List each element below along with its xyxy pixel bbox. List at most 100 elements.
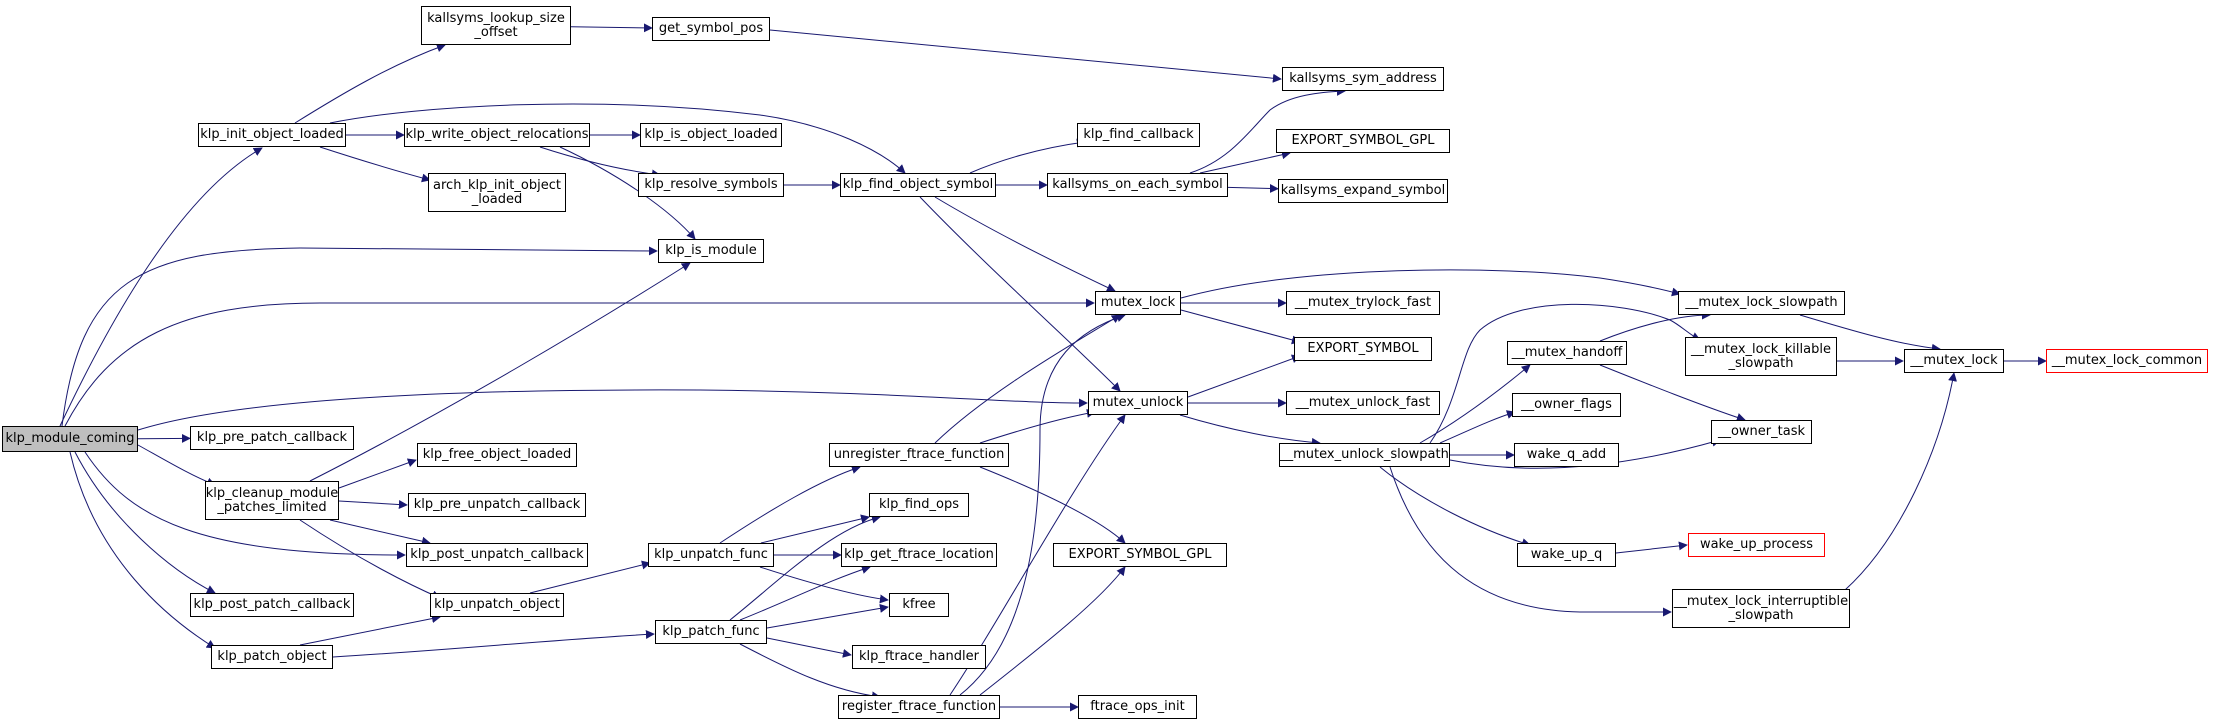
edge-mutex-handoff-to-owner-task: [1599, 364, 1746, 422]
node-mutex-trylock-fast[interactable]: __mutex_trylock_fast: [1286, 291, 1440, 315]
edge-mutex-unlock-to-export-symbol: [1187, 354, 1301, 398]
edge-klp-module-coming-to-mutex-unlock: [137, 389, 1088, 431]
edge-klp-patch-object-to-klp-unpatch-object: [299, 614, 441, 646]
node-mutex-lock-slowpath[interactable]: __mutex_lock_slowpath: [1678, 291, 1845, 315]
edge-klp-find-object-symbol-to-mutex-unlock: [919, 196, 1121, 392]
node-klp-init-object-loaded[interactable]: klp_init_object_loaded: [198, 123, 346, 147]
node-wake-up-q[interactable]: wake_up_q: [1517, 543, 1616, 567]
node-klp-resolve-symbols[interactable]: klp_resolve_symbols: [638, 173, 784, 197]
node-klp-module-coming: klp_module_coming: [2, 426, 138, 452]
node-owner-flags[interactable]: __owner_flags: [1512, 393, 1621, 417]
edge-register-ftrace-function-to-mutex-lock: [959, 313, 1126, 696]
node-klp-post-unpatch-callback[interactable]: klp_post_unpatch_callback: [406, 543, 588, 567]
node-get-symbol-pos[interactable]: get_symbol_pos: [652, 17, 770, 41]
node-mutex-lock-inner[interactable]: __mutex_lock: [1904, 349, 2004, 373]
edge-klp-module-coming-to-klp-post-unpatch-callback: [84, 451, 406, 560]
edge-klp-unpatch-object-to-klp-unpatch-func: [529, 560, 651, 594]
edge-kallsyms-on-each-symbol-to-export-symbol-gpl-top: [1199, 150, 1291, 174]
node-klp-unpatch-object[interactable]: klp_unpatch_object: [430, 593, 564, 617]
edge-kallsyms-lookup-size-offset-to-get-symbol-pos: [570, 23, 653, 33]
edge-klp-write-object-relocations-to-klp-resolve-symbols: [539, 146, 661, 179]
edge-klp-module-coming-to-mutex-lock: [64, 298, 1095, 427]
node-wake-q-add[interactable]: wake_q_add: [1514, 443, 1619, 467]
node-kallsyms-lookup-size-offset[interactable]: kallsyms_lookup_size _offset: [421, 6, 571, 45]
edge-mutex-lock-slowpath-to-mutex-lock-inner: [1799, 314, 1941, 353]
edge-mutex-unlock-slowpath-to-mutex-lock-interruptible-slowpath: [1389, 466, 1672, 617]
node-klp-cleanup-module-patches-limited[interactable]: klp_cleanup_module _patches_limited: [205, 481, 339, 520]
edge-klp-init-object-loaded-to-kallsyms-lookup-size-offset: [294, 43, 446, 124]
edge-klp-cleanup-module-patches-limited-to-klp-post-unpatch-callback: [329, 519, 431, 546]
edge-klp-unpatch-func-to-kfree: [759, 566, 889, 604]
edge-klp-patch-object-to-klp-patch-func: [332, 629, 655, 658]
node-klp-post-patch-callback[interactable]: klp_post_patch_callback: [190, 593, 354, 617]
edge-klp-cleanup-module-patches-limited-to-klp-free-object-loaded: [338, 458, 417, 489]
edge-klp-patch-func-to-kfree: [766, 603, 889, 629]
edge-klp-module-coming-to-klp-cleanup-module-patches-limited: [137, 444, 216, 487]
edge-klp-patch-func-to-klp-get-ftrace-location: [739, 565, 871, 621]
node-klp-unpatch-func[interactable]: klp_unpatch_func: [648, 543, 774, 567]
node-arch-klp-init-object-loaded[interactable]: arch_klp_init_object _loaded: [428, 173, 566, 212]
node-kallsyms-sym-address[interactable]: kallsyms_sym_address: [1282, 67, 1444, 91]
edge-wake-up-q-to-wake-up-process: [1615, 541, 1688, 554]
node-ftrace-ops-init[interactable]: ftrace_ops_init: [1078, 695, 1197, 719]
edge-klp-module-coming-to-klp-patch-object: [69, 451, 216, 649]
node-klp-get-ftrace-location[interactable]: klp_get_ftrace_location: [841, 543, 997, 567]
node-kfree[interactable]: kfree: [889, 593, 949, 617]
edge-mutex-handoff-to-mutex-lock-slowpath: [1599, 310, 1711, 342]
edge-klp-unpatch-func-to-unregister-ftrace-function: [719, 465, 861, 544]
node-wake-up-process[interactable]: wake_up_process: [1688, 533, 1825, 557]
node-mutex-lock-killable-slowpath[interactable]: __mutex_lock_killable _slowpath: [1685, 337, 1837, 376]
edge-mutex-lock-to-mutex-lock-slowpath: [1180, 269, 1681, 299]
edge-mutex-unlock-slowpath-to-owner-flags: [1439, 410, 1516, 444]
edge-klp-cleanup-module-patches-limited-to-klp-unpatch-object: [299, 519, 441, 599]
node-klp-pre-patch-callback[interactable]: klp_pre_patch_callback: [190, 426, 354, 450]
edge-register-ftrace-function-to-export-symbol-gpl-mid: [979, 566, 1126, 696]
node-kallsyms-on-each-symbol[interactable]: kallsyms_on_each_symbol: [1047, 173, 1228, 197]
node-register-ftrace-function[interactable]: register_ftrace_function: [838, 695, 1000, 719]
node-export-symbol-gpl-top[interactable]: EXPORT_SYMBOL_GPL: [1276, 129, 1450, 153]
edge-klp-cleanup-module-patches-limited-to-klp-pre-unpatch-callback: [338, 500, 408, 510]
edge-mutex-lock-interruptible-slowpath-to-mutex-lock-inner: [1844, 372, 1957, 591]
node-klp-ftrace-handler[interactable]: klp_ftrace_handler: [852, 645, 986, 669]
edge-mutex-unlock-slowpath-to-wake-up-q: [1379, 466, 1531, 547]
edge-kallsyms-on-each-symbol-to-kallsyms-expand-symbol: [1227, 183, 1279, 193]
edge-klp-cleanup-module-patches-limited-to-klp-is-module: [309, 262, 691, 482]
node-klp-free-object-loaded[interactable]: klp_free_object_loaded: [417, 443, 577, 467]
node-klp-is-object-loaded[interactable]: klp_is_object_loaded: [640, 123, 782, 147]
edge-klp-patch-func-to-klp-ftrace-handler: [766, 637, 852, 658]
node-unregister-ftrace-function[interactable]: unregister_ftrace_function: [829, 443, 1009, 467]
node-klp-patch-object[interactable]: klp_patch_object: [211, 645, 333, 669]
edge-klp-find-object-symbol-to-mutex-lock: [934, 196, 1116, 292]
edge-klp-patch-func-to-register-ftrace-function: [739, 643, 881, 701]
node-export-symbol-gpl-mid[interactable]: EXPORT_SYMBOL_GPL: [1053, 543, 1227, 567]
edge-mutex-lock-to-export-symbol: [1180, 309, 1301, 345]
edge-mutex-unlock-slowpath-to-mutex-lock-killable-slowpath: [1429, 303, 1701, 444]
edge-get-symbol-pos-to-kallsyms-sym-address: [769, 29, 1282, 83]
node-klp-find-callback[interactable]: klp_find_callback: [1077, 123, 1200, 147]
node-mutex-lock[interactable]: mutex_lock: [1095, 291, 1181, 315]
node-klp-find-ops[interactable]: klp_find_ops: [869, 493, 969, 517]
node-klp-write-object-relocations[interactable]: klp_write_object_relocations: [404, 123, 590, 147]
edge-unregister-ftrace-function-to-export-symbol-gpl-mid: [979, 466, 1126, 544]
node-klp-pre-unpatch-callback[interactable]: klp_pre_unpatch_callback: [408, 493, 586, 517]
edge-unregister-ftrace-function-to-mutex-lock: [934, 314, 1121, 444]
node-mutex-lock-interruptible-slowpath[interactable]: __mutex_lock_interruptible _slowpath: [1672, 589, 1850, 628]
node-mutex-unlock-slowpath[interactable]: __mutex_unlock_slowpath: [1279, 443, 1450, 467]
node-mutex-lock-common[interactable]: __mutex_lock_common: [2046, 349, 2208, 373]
node-mutex-unlock-fast[interactable]: __mutex_unlock_fast: [1286, 391, 1440, 415]
edge-klp-find-object-symbol-to-klp-find-callback: [969, 138, 1086, 174]
edge-klp-patch-func-to-klp-find-ops: [729, 514, 881, 621]
node-klp-is-module[interactable]: klp_is_module: [658, 239, 764, 263]
node-klp-find-object-symbol[interactable]: klp_find_object_symbol: [840, 173, 996, 197]
node-klp-patch-func[interactable]: klp_patch_func: [655, 620, 767, 644]
edge-klp-module-coming-to-klp-init-object-loaded: [59, 147, 263, 427]
node-mutex-unlock[interactable]: mutex_unlock: [1088, 391, 1188, 415]
node-mutex-handoff[interactable]: __mutex_handoff: [1507, 341, 1627, 365]
node-kallsyms-expand-symbol[interactable]: kallsyms_expand_symbol: [1278, 179, 1448, 203]
node-export-symbol[interactable]: EXPORT_SYMBOL: [1294, 337, 1432, 361]
edge-klp-module-coming-to-klp-is-module: [61, 246, 658, 427]
node-owner-task[interactable]: __owner_task: [1711, 420, 1812, 444]
edge-mutex-unlock-to-mutex-unlock-slowpath: [1179, 414, 1321, 447]
edge-klp-module-coming-to-klp-post-patch-callback: [74, 451, 216, 594]
